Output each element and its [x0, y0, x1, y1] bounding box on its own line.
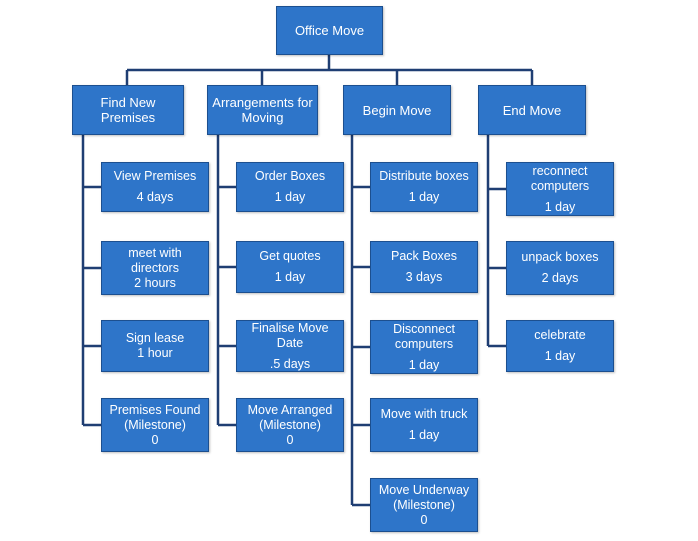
task-finalise-move-date[interactable]: Finalise Move Date .5 days [236, 320, 344, 372]
phase-end-move[interactable]: End Move [478, 85, 586, 135]
task-label: 1 hour [137, 346, 173, 360]
task-label: Sign lease [125, 331, 185, 345]
task-duration: 1 day [544, 199, 576, 214]
task-duration: 1 day [274, 190, 306, 204]
task-label: (Milestone) [393, 497, 455, 512]
task-distribute-boxes[interactable]: Distribute boxes 1 day [370, 162, 478, 212]
task-label: Pack Boxes [390, 249, 457, 263]
task-duration: 4 days [136, 190, 174, 204]
task-label: Move Arranged [247, 402, 333, 417]
task-sign-lease[interactable]: Sign lease 1 hour [101, 320, 209, 372]
task-label: meet with [128, 245, 182, 260]
task-label: Premises Found [109, 402, 201, 417]
task-duration: 3 days [405, 270, 443, 284]
task-label: directors [131, 260, 179, 275]
phase-label: Find New Premises [100, 95, 156, 125]
task-label: computers [394, 336, 454, 351]
task-label: Move with truck [380, 407, 468, 421]
task-label: Finalise Move Date [251, 320, 329, 350]
task-label: (Milestone) [124, 417, 186, 432]
task-duration: 1 day [408, 428, 440, 442]
task-label: Get quotes [259, 249, 321, 263]
task-move-underway-milestone[interactable]: Move Underway (Milestone) 0 [370, 478, 478, 532]
task-label: Order Boxes [254, 169, 326, 183]
phase-begin-move[interactable]: Begin Move [343, 85, 451, 135]
phase-label: Begin Move [362, 102, 432, 118]
task-duration: 2 days [541, 271, 579, 285]
task-label: unpack boxes [521, 250, 599, 264]
task-reconnect-computers[interactable]: reconnect computers 1 day [506, 162, 614, 216]
root-node-office-move[interactable]: Office Move [276, 6, 383, 55]
phase-find-new-premises[interactable]: Find New Premises [72, 85, 184, 135]
task-label: 2 hours [134, 275, 176, 290]
task-label: (Milestone) [259, 417, 321, 432]
task-meet-with-directors[interactable]: meet with directors 2 hours [101, 241, 209, 295]
task-duration: 1 day [408, 357, 440, 372]
root-node-label: Office Move [294, 23, 365, 38]
task-move-arranged-milestone[interactable]: Move Arranged (Milestone) 0 [236, 398, 344, 452]
task-label: 0 [286, 432, 294, 447]
task-label: Distribute boxes [379, 169, 469, 183]
task-duration: 1 day [408, 190, 440, 204]
phase-label: Arrangements for Moving [212, 95, 313, 125]
task-label: computers [530, 178, 590, 193]
task-view-premises[interactable]: View Premises 4 days [101, 162, 209, 212]
task-duration: .5 days [269, 356, 311, 371]
task-disconnect-computers[interactable]: Disconnect computers 1 day [370, 320, 478, 374]
task-order-boxes[interactable]: Order Boxes 1 day [236, 162, 344, 212]
task-unpack-boxes[interactable]: unpack boxes 2 days [506, 241, 614, 295]
task-pack-boxes[interactable]: Pack Boxes 3 days [370, 241, 478, 293]
task-label: 0 [420, 512, 428, 527]
phase-label: End Move [502, 102, 562, 118]
task-label: reconnect [532, 163, 588, 178]
task-duration: 1 day [544, 349, 576, 363]
task-label: celebrate [534, 328, 586, 342]
task-label: View Premises [113, 169, 197, 183]
task-move-with-truck[interactable]: Move with truck 1 day [370, 398, 478, 452]
task-label: Move Underway [378, 482, 470, 497]
task-get-quotes[interactable]: Get quotes 1 day [236, 241, 344, 293]
phase-arrangements-for-moving[interactable]: Arrangements for Moving [207, 85, 318, 135]
task-label: 0 [151, 432, 159, 447]
task-duration: 1 day [274, 270, 306, 284]
task-celebrate[interactable]: celebrate 1 day [506, 320, 614, 372]
task-premises-found-milestone[interactable]: Premises Found (Milestone) 0 [101, 398, 209, 452]
task-label: Disconnect [393, 321, 455, 336]
